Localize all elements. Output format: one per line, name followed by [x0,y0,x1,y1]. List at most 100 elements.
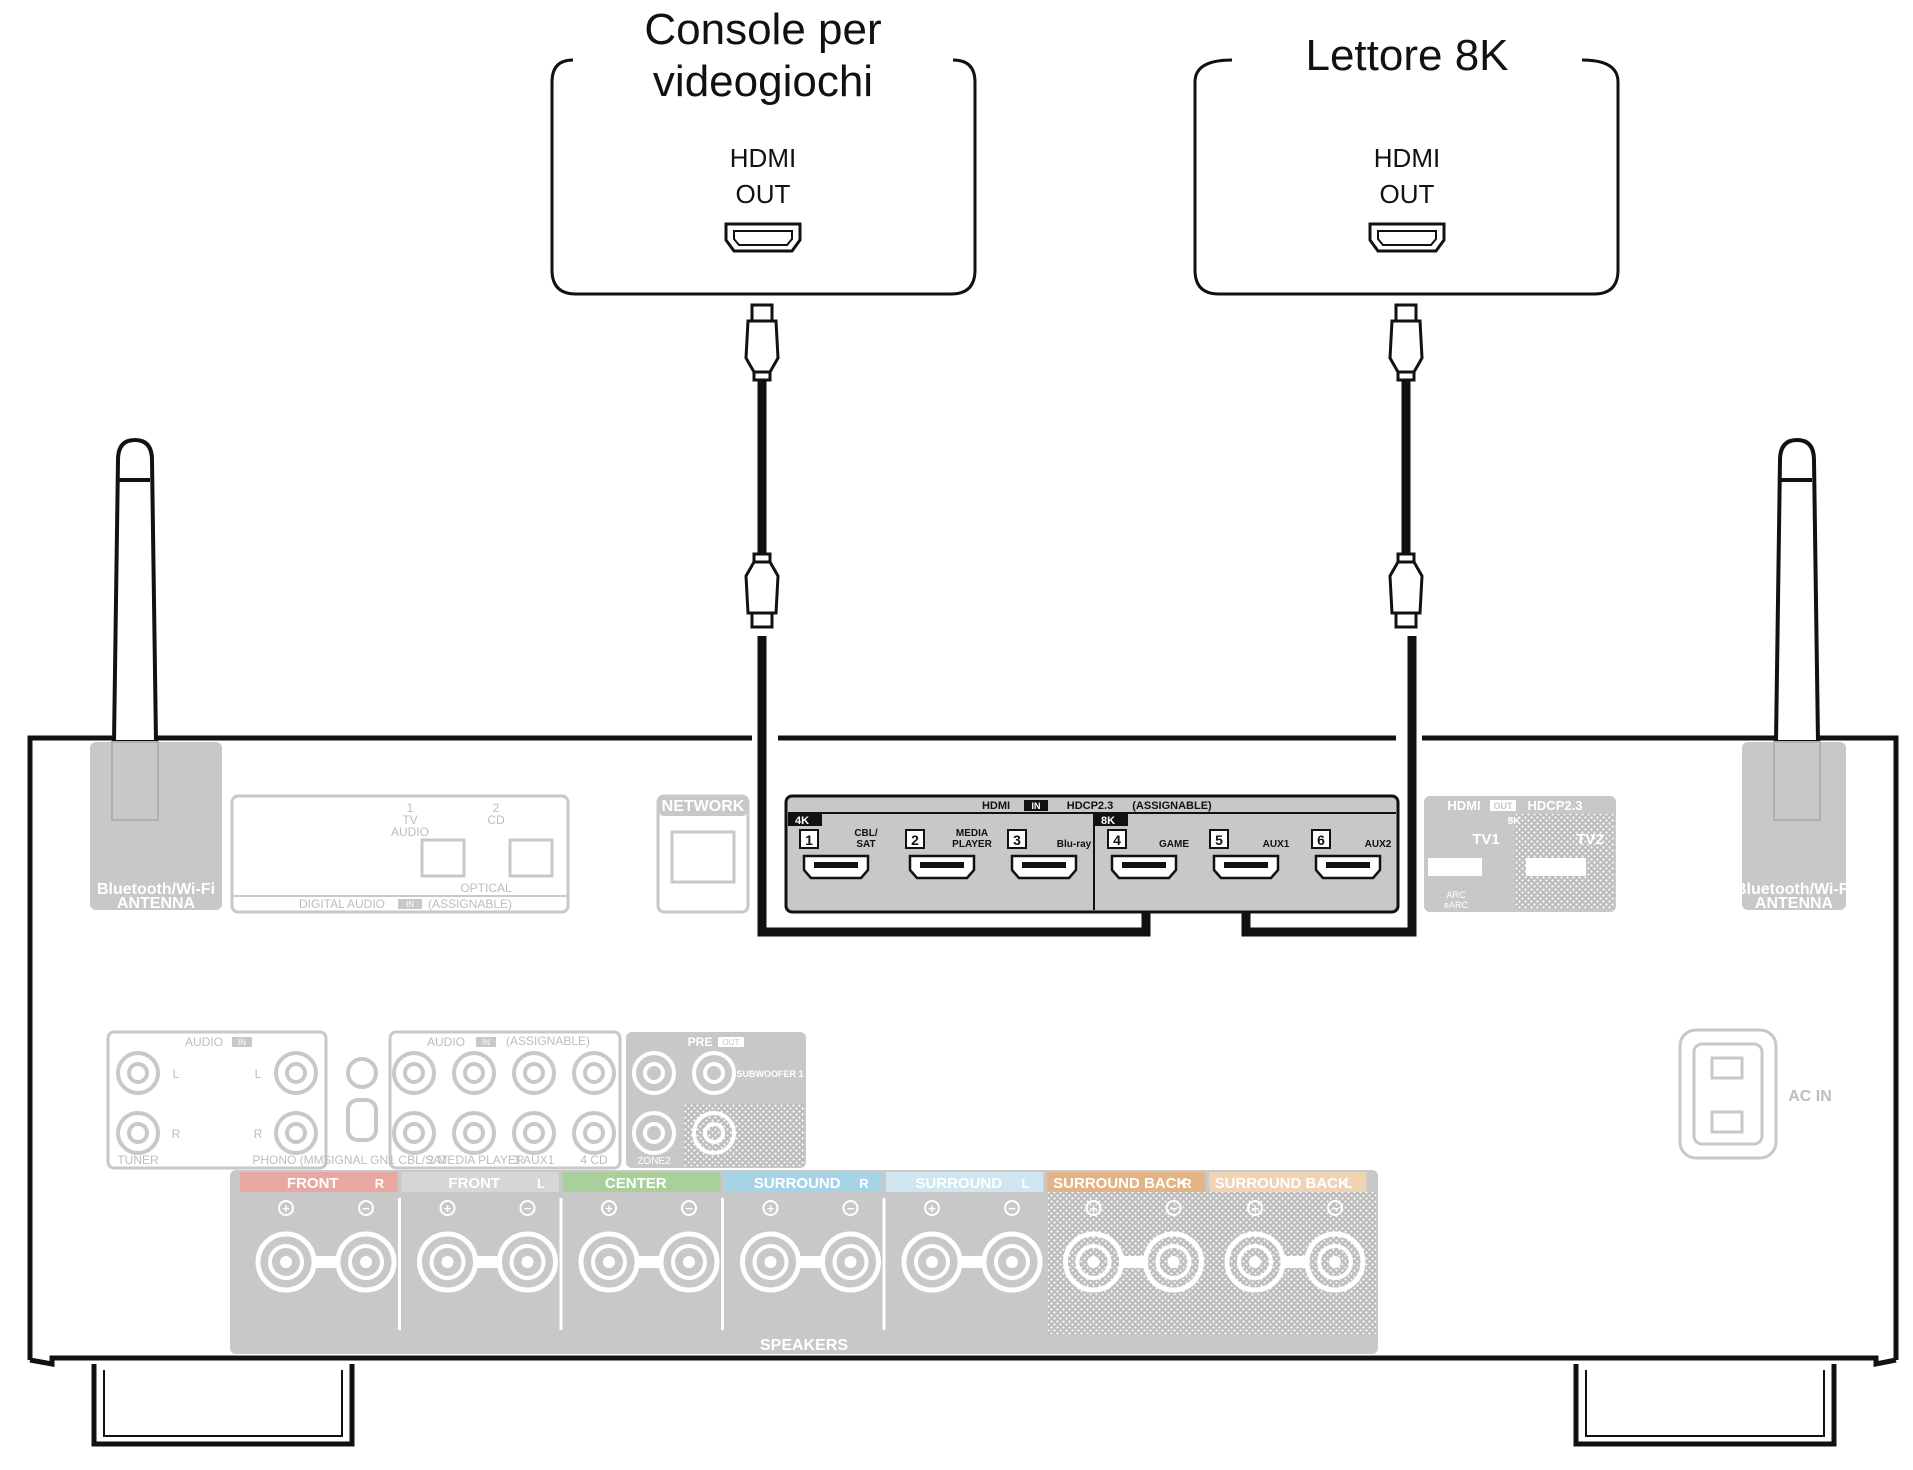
ac-in-label: AC IN [1788,1088,1832,1105]
hdmi-port-label-line2: SAT [856,839,875,850]
audio-in-2-assignable: (ASSIGNABLE) [506,1034,590,1048]
speaker-group-name: SURROUND BACK [1053,1175,1187,1192]
speaker-group-name: FRONT [448,1175,500,1192]
player-port-label-line1: HDMI [1374,143,1440,173]
console-port-label-line1: HDMI [730,143,796,173]
optical-port-1-icon [420,838,466,878]
hdmi-out-8k: 8K [1508,816,1522,827]
speaker-group-name: SURROUND BACK [1215,1175,1349,1192]
hdmi-socket-slot [1326,862,1370,868]
hdmi-out-port-icon [724,222,802,253]
terminal-polarity-icon: + [282,1201,290,1216]
hdmi-port-label-line2: PLAYER [952,839,992,850]
audio-in-1-r: R [172,1127,181,1141]
player-title: Lettore 8K [1305,31,1508,80]
speaker-group-side: R [1182,1176,1192,1191]
hdmi-port-number: 3 [1013,832,1021,848]
terminal-polarity-icon: − [847,1201,855,1216]
audio-in-panel-1: AUDIO IN L L R R TUNER PHONO (MM) SIGNAL… [106,1030,397,1170]
network-label: NETWORK [662,798,745,815]
hdmi-out-badge: OUT [1494,801,1514,811]
console-title-line1: Console per [644,5,881,54]
terminal-polarity-icon: − [1331,1201,1339,1216]
antenna-left: Bluetooth/Wi-Fi ANTENNA [90,437,222,912]
speaker-terminal-minus[interactable]: − [658,1200,720,1293]
console-title-line2: videogiochi [653,57,873,106]
audio-in-panel-2: AUDIO IN (ASSIGNABLE) 1 CBL/SAT 2 MEDIA … [388,1030,622,1170]
speaker-group-side: L [1345,1176,1353,1191]
earc-label: eARC [1444,900,1469,910]
subwoofer-1-label: SUBWOOFER 1 [736,1069,803,1079]
speaker-group-side: L [537,1176,545,1191]
audio-in-1-badge: IN [238,1038,246,1047]
audio-in-1-r2: R [254,1127,263,1141]
antenna-left-label-1: Bluetooth/Wi-Fi [97,881,215,898]
pre-out-header: PRE [688,1035,713,1049]
8k-player-device: Lettore 8K HDMI OUT [1193,31,1620,296]
hdmi-socket-slot [1122,862,1166,868]
antenna-right-label-1: Bluetooth/Wi-Fi [1735,881,1853,898]
speaker-terminal-plus[interactable]: + [417,1200,478,1293]
hdmi-out-tv2-port-icon [1526,858,1586,876]
optical-1-number: 1 [407,801,414,815]
hdmi-port-label-line2: AUX1 [1263,839,1290,850]
speaker-group-side: L [1022,1176,1030,1191]
optical-1-label-2: AUDIO [391,825,429,839]
hdmi-socket-slot [920,862,964,868]
digital-audio-assignable: (ASSIGNABLE) [428,897,512,911]
game-console-device: Console per videogiochi HDMI OUT [550,5,977,296]
console-port-label-line2: OUT [736,179,791,209]
antenna-right-label-2: ANTENNA [1755,895,1834,912]
audio-in-2-label-2: 2 MEDIA PLAYER [427,1153,524,1167]
tv1-label: TV1 [1472,831,1500,848]
audio-in-2-label-1: 1 CBL/SAT [388,1153,448,1167]
audio-in-2-header: AUDIO [427,1035,465,1049]
hdmi-port-number: 2 [911,832,919,848]
terminal-polarity-icon: − [1008,1201,1016,1216]
terminal-polarity-icon: + [1251,1201,1259,1216]
ac-socket-bottom-icon [1710,1110,1744,1134]
speaker-group-header [240,1172,398,1192]
hdmi-port-number-box [1107,829,1127,849]
terminal-polarity-icon: − [685,1201,693,1216]
hdmi-port-label-line1: CBL/ [854,828,878,839]
optical-2-label: CD [487,813,505,827]
terminal-polarity-icon: + [444,1201,452,1216]
ac-socket-top-icon [1710,1056,1744,1080]
tuner-label: TUNER [117,1153,159,1167]
hdmi-port-number: 6 [1317,832,1325,848]
speaker-group-name: FRONT [287,1175,339,1192]
hdmi-in-hdcp: HDCP2.3 [1067,800,1113,812]
terminal-polarity-icon: − [1170,1201,1178,1216]
av-receiver-rear-panel [27,735,1899,1447]
audio-in-2-badge: IN [482,1038,490,1047]
speaker-terminal-minus[interactable]: − [1143,1200,1204,1293]
pre-out-panel: PRE OUT SUBWOOFER 1 ZONE2 [626,1032,806,1168]
optical-1-label: TV [402,813,417,827]
terminal-polarity-icon: + [767,1201,775,1216]
audio-in-1-l: L [173,1067,180,1081]
digital-audio-in: IN [406,900,414,909]
zone2-label: ZONE2 [637,1156,671,1167]
hdmi-socket-slot [1224,862,1268,868]
speaker-group-2: CENTER+− [559,1172,721,1330]
hdmi-port-number: 4 [1113,832,1121,848]
phono-label: PHONO (MM) [252,1153,327,1167]
hdmi-out-header: HDMI [1447,798,1480,813]
